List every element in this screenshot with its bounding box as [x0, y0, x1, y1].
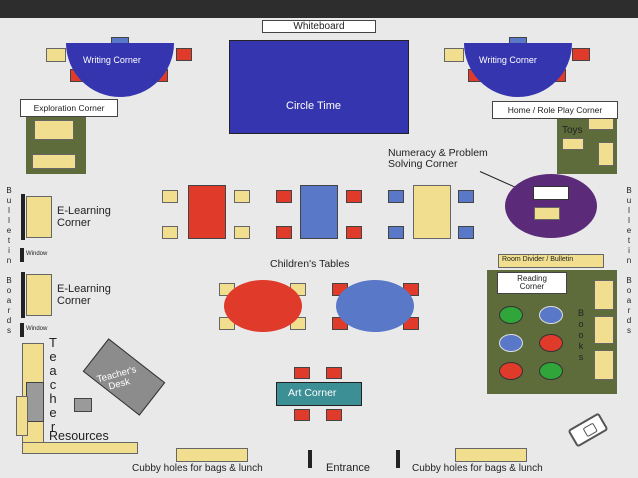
- round-table-blue: [336, 280, 414, 332]
- elearning-corner-1-label: E-Learning Corner: [57, 205, 111, 229]
- writing-seat: [444, 48, 464, 62]
- numeracy-pointer: [479, 171, 517, 189]
- whiteboard: Whiteboard: [262, 20, 376, 33]
- chair: [234, 226, 250, 239]
- door-frame[interactable]: [396, 450, 400, 468]
- art-corner-label: Art Corner: [288, 387, 337, 399]
- chair: [294, 409, 310, 421]
- window-marker: [20, 248, 24, 262]
- art-corner-table: [276, 382, 362, 406]
- chair: [346, 190, 362, 203]
- cushion-red: [499, 362, 523, 380]
- teacher-chair: [74, 398, 92, 412]
- bookshelf: [594, 280, 614, 310]
- bulletin-boards-left: B u l l e t i n B o a r d s: [6, 186, 12, 335]
- cubby-holes-right-label: Cubby holes for bags & lunch: [412, 463, 543, 474]
- room-divider-bulletin: [498, 254, 604, 268]
- round-table-red: [224, 280, 302, 332]
- teacher-label: T e a c h e r: [49, 335, 57, 434]
- writing-corner-table-right: [464, 43, 572, 97]
- elearning-corner-2-label: E-Learning Corner: [57, 283, 111, 307]
- exploration-shelf: [34, 120, 74, 140]
- toys-label: Toys: [562, 125, 583, 136]
- elearning-desk: [26, 196, 52, 238]
- numeracy-table: [505, 174, 597, 238]
- toy-shelf: [562, 138, 584, 150]
- writing-corner-left-label: Writing Corner: [83, 55, 141, 65]
- window-1-label: Window: [26, 251, 48, 257]
- writing-seat: [572, 48, 590, 61]
- home-role-play-label: Home / Role Play Corner: [492, 101, 618, 119]
- chair: [294, 367, 310, 379]
- childrens-table: [413, 185, 451, 239]
- chair: [458, 190, 474, 203]
- chair: [234, 190, 250, 203]
- cushion-red: [539, 334, 563, 352]
- chair: [326, 409, 342, 421]
- exploration-shelf: [32, 154, 76, 169]
- room-floor: Whiteboard Circle Time Writing Corner Wr…: [0, 18, 638, 478]
- numeracy-item: [534, 207, 560, 220]
- writing-seat: [176, 48, 192, 61]
- numeracy-label: Numeracy & Problem Solving Corner: [388, 147, 488, 170]
- teacher-cabinet: [26, 382, 44, 422]
- chair: [326, 367, 342, 379]
- door-frame[interactable]: [308, 450, 312, 468]
- chair: [162, 190, 178, 203]
- childrens-table: [188, 185, 226, 239]
- cushion-green: [539, 362, 563, 380]
- chair: [162, 226, 178, 239]
- cushion-green: [499, 306, 523, 324]
- writing-corner-right-label: Writing Corner: [479, 55, 537, 65]
- elearning-wall: [21, 194, 25, 240]
- phone-icon: [567, 412, 609, 448]
- cushion-blue: [539, 306, 563, 324]
- childrens-table: [300, 185, 338, 239]
- childrens-tables-label: Children's Tables: [270, 258, 350, 270]
- chair: [388, 226, 404, 239]
- chair: [276, 190, 292, 203]
- window-2-label: Window: [26, 326, 48, 332]
- writing-corner-table-left: [66, 43, 174, 97]
- exploration-corner-label: Exploration Corner: [20, 99, 118, 117]
- reading-corner-label: Reading Corner: [497, 272, 567, 294]
- room-divider-label: Room Divider / Bulletin: [502, 256, 574, 263]
- window-marker: [20, 323, 24, 337]
- books-label: B o o k s: [577, 308, 584, 362]
- cubby-holes: [176, 448, 248, 462]
- bookshelf: [594, 350, 614, 380]
- elearning-wall: [21, 272, 25, 318]
- bulletin-boards-right: B u l l e t i n B o a r d s: [626, 186, 632, 335]
- writing-seat: [46, 48, 66, 62]
- chair: [276, 226, 292, 239]
- chair: [346, 226, 362, 239]
- toy-shelf: [588, 118, 614, 130]
- circle-time-label: Circle Time: [286, 100, 342, 112]
- resources-shelf: [22, 442, 138, 454]
- cubby-holes: [455, 448, 527, 462]
- chair: [458, 226, 474, 239]
- teacher-shelf: [16, 396, 28, 436]
- cushion-blue: [499, 334, 523, 352]
- toy-shelf: [598, 142, 614, 166]
- bookshelf: [594, 316, 614, 344]
- entrance-label: Entrance: [326, 462, 371, 474]
- cubby-holes-left-label: Cubby holes for bags & lunch: [132, 463, 263, 474]
- elearning-desk: [26, 274, 52, 316]
- resources-label: Resources: [49, 429, 109, 443]
- chair: [388, 190, 404, 203]
- numeracy-item: [533, 186, 569, 200]
- circle-time-area: [229, 40, 409, 134]
